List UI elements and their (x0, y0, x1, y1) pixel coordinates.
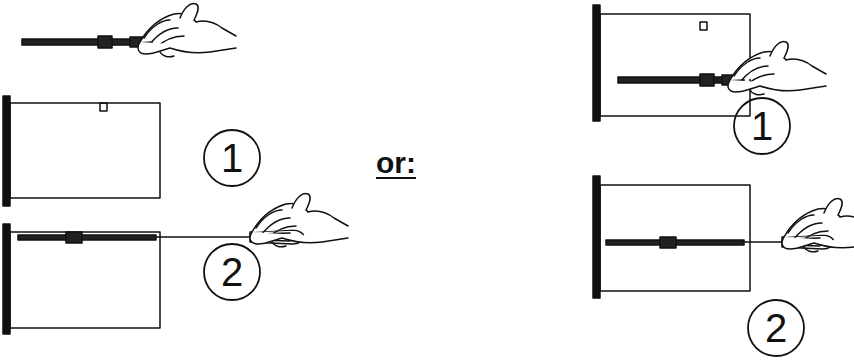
hand (138, 4, 236, 57)
mounting-clamp (22, 36, 152, 48)
device-housing (3, 224, 160, 334)
callout-circle (734, 98, 790, 154)
callout-circle (204, 244, 260, 300)
callout-circle (748, 300, 804, 356)
mounting-clamp (618, 74, 744, 86)
hand (250, 194, 348, 247)
device-housing (593, 5, 750, 121)
mounting-clamp (18, 232, 156, 243)
callout-number: 2 (748, 308, 804, 348)
callout-number: 2 (204, 252, 260, 292)
mounting-clamp (606, 237, 744, 248)
callout-number: 1 (734, 106, 790, 146)
hand (728, 42, 826, 95)
callout-circle (204, 130, 260, 186)
device-housing (593, 176, 750, 298)
alternative-label: or: (376, 148, 416, 178)
callout-number: 1 (204, 138, 260, 178)
device-housing (3, 96, 160, 206)
hand (782, 199, 854, 252)
